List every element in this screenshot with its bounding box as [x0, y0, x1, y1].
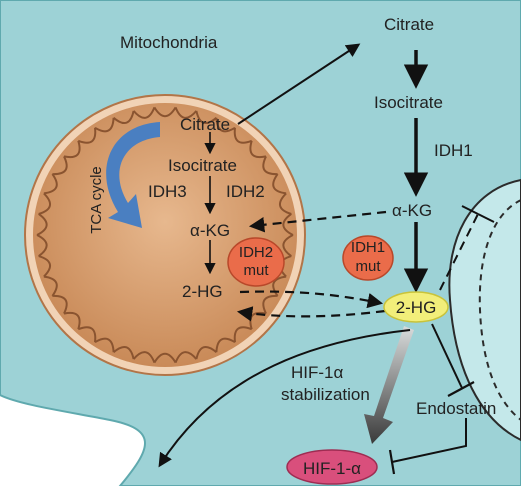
crista — [36, 213, 48, 236]
mito-2hg-label: 2-HG — [182, 282, 223, 301]
idh2-mut-label-1: IDH2 — [239, 244, 273, 261]
cyto-2hg-label: 2-HG — [396, 298, 437, 317]
crista — [112, 345, 135, 360]
mito-akg-label: α-KG — [190, 221, 230, 240]
crista — [52, 294, 68, 315]
crista — [272, 275, 287, 297]
crista — [153, 106, 177, 118]
crista — [282, 213, 294, 236]
idh2-label: IDH2 — [226, 182, 265, 201]
idh2-mut-label-2: mut — [243, 262, 269, 279]
crista — [195, 345, 218, 360]
hif1a-oval — [286, 449, 378, 485]
crista — [132, 107, 156, 119]
cyto-citrate-label: Citrate — [384, 15, 434, 34]
tca-cycle-label: TCA cycle — [88, 166, 105, 234]
crista — [77, 127, 97, 144]
crista — [94, 117, 115, 133]
crista — [272, 173, 287, 195]
crista — [195, 110, 218, 125]
cyto-isocitrate-label: Isocitrate — [374, 93, 443, 112]
mito-citrate-label: Citrate — [180, 115, 230, 134]
crista — [43, 173, 58, 195]
crista — [63, 311, 81, 330]
idh3-label: IDH3 — [148, 182, 187, 201]
hif-stabilization-label-1: HIF-1α — [291, 363, 344, 382]
crista — [249, 140, 267, 159]
crista — [279, 192, 292, 215]
idh1-label: IDH1 — [434, 141, 473, 160]
mito-isocitrate-label: Isocitrate — [168, 156, 237, 175]
crista — [94, 337, 115, 353]
crista — [43, 275, 58, 297]
idh1-mut-label-1: IDH1 — [351, 239, 385, 256]
crista — [215, 337, 236, 353]
crista — [233, 326, 253, 343]
crista — [174, 107, 198, 119]
mitochondrion — [24, 94, 306, 376]
mitochondria-label: Mitochondria — [120, 33, 218, 52]
crista — [63, 140, 81, 159]
crista — [215, 117, 236, 133]
idh1-mut-bubble: IDH1 mut — [342, 235, 394, 281]
crista — [77, 326, 97, 343]
crista — [38, 255, 51, 278]
crista — [52, 155, 68, 176]
nucleus — [448, 178, 521, 442]
tca-cycle-arrow — [106, 122, 160, 228]
crista — [153, 352, 177, 364]
crista — [233, 127, 253, 144]
crista — [262, 294, 278, 315]
crista — [38, 192, 51, 215]
crista — [112, 110, 135, 125]
idh2-mut-bubble: IDH2 mut — [227, 237, 285, 287]
crista — [132, 351, 156, 363]
crista — [282, 234, 294, 257]
crista — [262, 155, 278, 176]
hif-stabilization-arrow — [364, 326, 414, 444]
idh1-mut-label-2: mut — [355, 258, 381, 275]
cyto-akg-label: α-KG — [392, 201, 432, 220]
cyto-2hg-oval — [383, 291, 449, 323]
crista — [36, 234, 48, 257]
hif-stabilization-label-2: stabilization — [281, 385, 370, 404]
crista — [174, 351, 198, 363]
hif1a-label: HIF-1-α — [303, 459, 361, 478]
endostatin-label: Endostatin — [416, 399, 496, 418]
